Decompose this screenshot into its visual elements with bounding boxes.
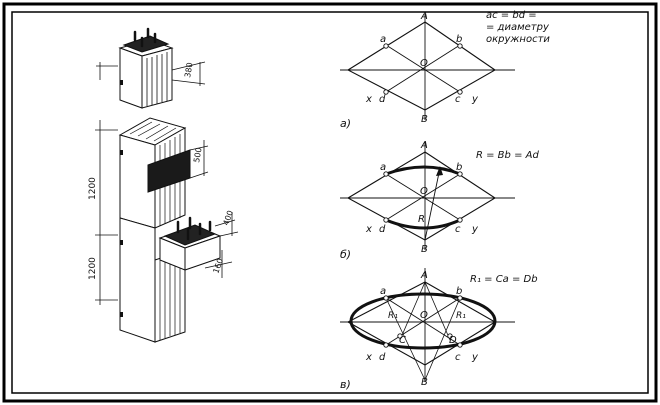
label-R: R [418, 214, 425, 225]
label-c: c [455, 94, 461, 105]
dim-380: 380 [183, 62, 195, 79]
column: 500 [118, 117, 209, 343]
label-A: A [420, 270, 428, 281]
top-junction-box: 380 [118, 27, 206, 109]
caption-b: б) [340, 248, 351, 261]
ellipse [349, 292, 497, 350]
label-R1-left: R₁ [388, 311, 398, 321]
label-O: O [420, 58, 428, 69]
dim-1200-lower: 1200 [88, 257, 98, 280]
dim-1200-upper: 1200 [88, 177, 98, 200]
label-d: d [379, 224, 386, 235]
note-a-2: = диаметру [486, 22, 550, 33]
label-C: C [399, 335, 406, 346]
label-x: x [365, 94, 372, 105]
panel-a: A a b O x d c y B а) ac = bd = = диаметр… [340, 10, 550, 130]
label-O: O [420, 310, 428, 321]
label-y: y [471, 94, 479, 105]
note-v: R₁ = Ca = Db [470, 274, 538, 285]
dim-500: 500 [192, 147, 204, 164]
caption-v: в) [340, 378, 351, 391]
caption-a: а) [340, 117, 351, 130]
panel-b: A a b O R x d c y B б) R = Bb = Ad [340, 140, 539, 261]
note-a-1: ac = bd = [486, 10, 537, 21]
label-b: b [456, 162, 462, 173]
label-c: c [455, 224, 461, 235]
dim-400: 400 [221, 209, 235, 226]
note-b: R = Bb = Ad [476, 150, 539, 161]
label-B: B [421, 114, 428, 125]
label-x: x [365, 352, 372, 363]
label-x: x [365, 224, 372, 235]
label-B: B [421, 377, 428, 388]
label-A: A [420, 11, 428, 22]
label-c: c [455, 352, 461, 363]
label-y: y [471, 352, 479, 363]
label-O: O [420, 186, 428, 197]
label-D: D [449, 335, 457, 346]
label-b: b [456, 286, 462, 297]
label-a: a [380, 34, 386, 45]
panel-v: A a b O R₁ R₁ C D x d c y B в) R₁ = Ca =… [340, 268, 538, 391]
label-b: b [456, 34, 462, 45]
column-drawing: 380 1200 1200 [88, 27, 239, 343]
label-a: a [380, 162, 386, 173]
inner-frame [11, 11, 649, 394]
label-y: y [471, 224, 479, 235]
label-a: a [380, 286, 386, 297]
lower-junction-box: 400 160 [158, 209, 239, 278]
label-d: d [379, 94, 386, 105]
label-d: d [379, 352, 386, 363]
note-a-3: окружности [486, 34, 550, 45]
label-A: A [420, 140, 428, 151]
vertical-dimension [95, 62, 118, 305]
label-R1-right: R₁ [456, 311, 466, 321]
label-B: B [421, 244, 428, 255]
